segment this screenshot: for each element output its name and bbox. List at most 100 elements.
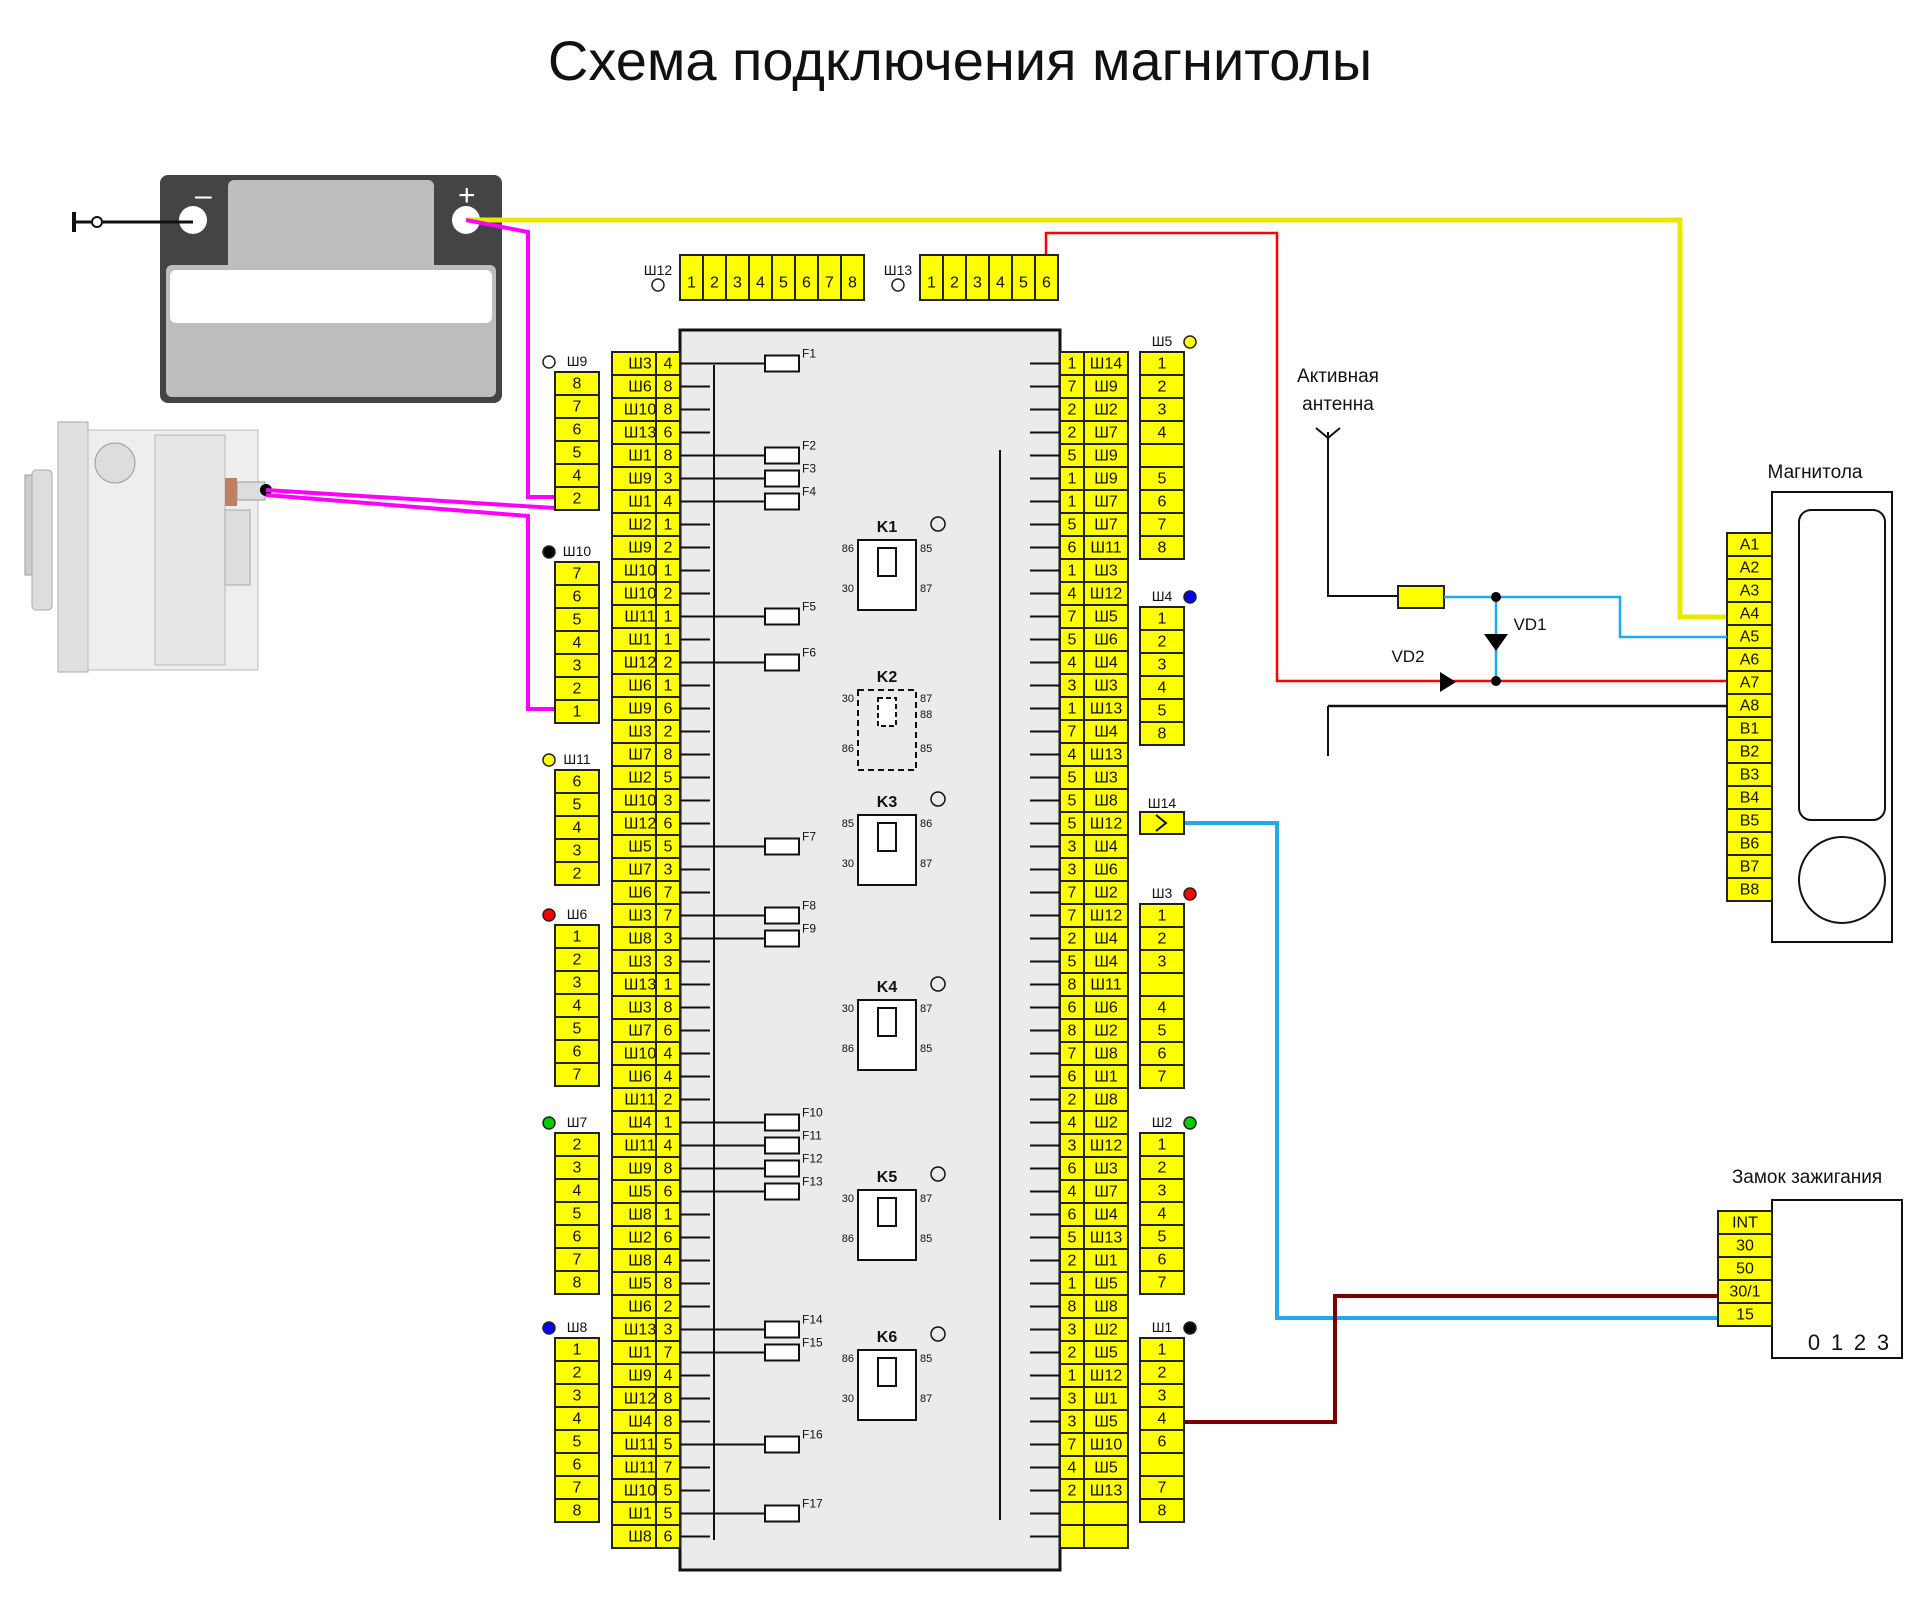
block-right-pin[interactable] [1059, 1524, 1085, 1549]
block-left-connector[interactable]: Ш10 [611, 397, 669, 422]
block-right-connector[interactable]: Ш4 [1083, 719, 1129, 744]
block-right-pin[interactable]: 1 [1059, 558, 1085, 583]
block-left-connector[interactable]: Ш7 [611, 742, 669, 767]
block-right-connector[interactable]: Ш10 [1083, 1432, 1129, 1457]
block-right-pin[interactable]: 1 [1059, 489, 1085, 514]
block-left-pin[interactable]: 6 [655, 1018, 681, 1043]
block-left-pin[interactable]: 6 [655, 811, 681, 836]
connector-pin[interactable]: 5 [1011, 254, 1036, 301]
block-left-connector[interactable]: Ш3 [611, 719, 669, 744]
pin-cell[interactable] [1139, 443, 1185, 468]
block-left-pin[interactable]: 8 [655, 397, 681, 422]
pin-cell[interactable] [1139, 1270, 1185, 1295]
connector-pin[interactable] [1139, 1452, 1185, 1477]
connector-pin[interactable]: 4 [554, 1406, 600, 1431]
connector-pin[interactable]: 7 [817, 254, 842, 301]
block-right-connector[interactable]: Ш7 [1083, 512, 1129, 537]
block-left-pin[interactable]: 8 [655, 995, 681, 1020]
block-right-connector[interactable]: Ш4 [1083, 834, 1129, 859]
connector-pin[interactable]: 4 [554, 815, 600, 840]
block-right-connector[interactable]: Ш8 [1083, 1294, 1129, 1319]
connector-pin[interactable]: 6 [1139, 1041, 1185, 1066]
block-left-connector[interactable]: Ш9 [611, 535, 669, 560]
radio-pin-A1[interactable]: A1 [1726, 532, 1773, 557]
block-right-pin[interactable]: 5 [1059, 949, 1085, 974]
connector-pin[interactable]: 6 [554, 769, 600, 794]
connector-pin[interactable]: 2 [554, 947, 600, 972]
antenna-plug[interactable] [1397, 585, 1445, 609]
connector-pin[interactable]: 5 [554, 440, 600, 465]
connector-pin[interactable]: 8 [1139, 721, 1185, 746]
connector-pin[interactable]: 1 [919, 254, 944, 301]
block-left-pin[interactable]: 4 [655, 489, 681, 514]
block-right-pin[interactable]: 7 [1059, 719, 1085, 744]
connector-pin[interactable] [1139, 443, 1185, 468]
block-right-row[interactable] [1030, 1524, 1129, 1549]
connector-pin[interactable]: 8 [1139, 1498, 1185, 1523]
pin-cell[interactable] [1139, 1498, 1185, 1523]
pin-cell[interactable] [554, 486, 600, 511]
block-left-pin[interactable]: 5 [655, 1478, 681, 1503]
block-left-connector[interactable]: Ш11 [611, 1455, 669, 1480]
connector-pin[interactable]: 4 [554, 630, 600, 655]
block-left-pin[interactable]: 4 [655, 1064, 681, 1089]
block-right-connector[interactable]: Ш2 [1083, 1018, 1129, 1043]
connector-sh14[interactable]: Ш14 [1139, 795, 1185, 835]
block-right-connector[interactable]: Ш13 [1083, 1478, 1129, 1503]
connector-pin[interactable]: 7 [1139, 1475, 1185, 1500]
block-left-pin[interactable]: 4 [655, 1133, 681, 1158]
connector-pin[interactable]: 4 [1139, 995, 1185, 1020]
connector-pin[interactable] [1139, 811, 1185, 835]
block-left-pin[interactable]: 8 [655, 1271, 681, 1296]
connector-pin[interactable]: 5 [554, 607, 600, 632]
block-right-connector[interactable]: Ш1 [1083, 1386, 1129, 1411]
connector-pin[interactable]: 1 [1139, 351, 1185, 376]
connector-pin[interactable]: 3 [1139, 397, 1185, 422]
connector-pin[interactable]: 2 [554, 1132, 600, 1157]
radio-pin-B3[interactable]: B3 [1726, 762, 1773, 787]
connector-pin[interactable]: 4 [554, 1178, 600, 1203]
block-right-pin[interactable]: 2 [1059, 1087, 1085, 1112]
block-right-connector[interactable]: Ш12 [1083, 903, 1129, 928]
block-left-pin[interactable]: 5 [655, 834, 681, 859]
block-left-pin[interactable]: 2 [655, 1294, 681, 1319]
block-right-pin[interactable]: 4 [1059, 1110, 1085, 1135]
radio-pin-A5[interactable]: A5 [1726, 624, 1773, 649]
connector-pin[interactable]: 1 [1139, 606, 1185, 631]
block-left-pin[interactable]: 2 [655, 581, 681, 606]
connector-pin[interactable]: 1 [1139, 1337, 1185, 1362]
block-left-connector[interactable]: Ш1 [611, 1340, 669, 1365]
block-left-pin[interactable]: 1 [655, 972, 681, 997]
block-right-connector[interactable]: Ш4 [1083, 926, 1129, 951]
connector-pin[interactable]: 2 [942, 254, 967, 301]
ignition-pin-15[interactable]: 15 [1717, 1302, 1773, 1327]
block-right-pin[interactable]: 1 [1059, 1271, 1085, 1296]
pin-cell[interactable] [1139, 721, 1185, 746]
connector-pin[interactable]: 1 [1139, 1132, 1185, 1157]
block-right-connector[interactable]: Ш9 [1083, 443, 1129, 468]
block-right-connector[interactable]: Ш3 [1083, 1156, 1129, 1181]
radio-pin-A4[interactable]: A4 [1726, 601, 1773, 626]
block-left-pin[interactable]: 6 [655, 1179, 681, 1204]
block-left-pin[interactable]: 3 [655, 926, 681, 951]
block-left-pin[interactable]: 1 [655, 1110, 681, 1135]
